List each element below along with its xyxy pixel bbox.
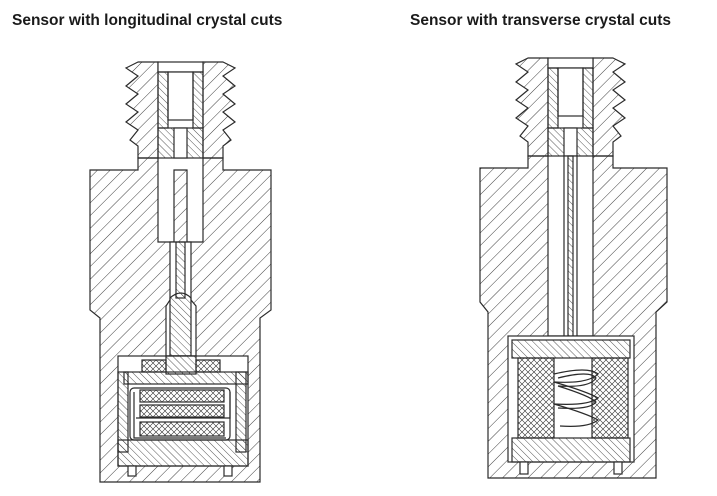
right-housing [479, 155, 668, 479]
left-thread [124, 61, 237, 159]
right-crystal-stack [511, 339, 631, 475]
right-sensor [479, 57, 668, 479]
right-thread [514, 57, 627, 157]
left-crystal-stack [117, 355, 249, 477]
right-sensor-title: Sensor with transverse crystal cuts [410, 12, 672, 29]
left-sensor [89, 61, 272, 483]
left-sensor-title: Sensor with longitudinal crystal cuts [12, 12, 283, 29]
